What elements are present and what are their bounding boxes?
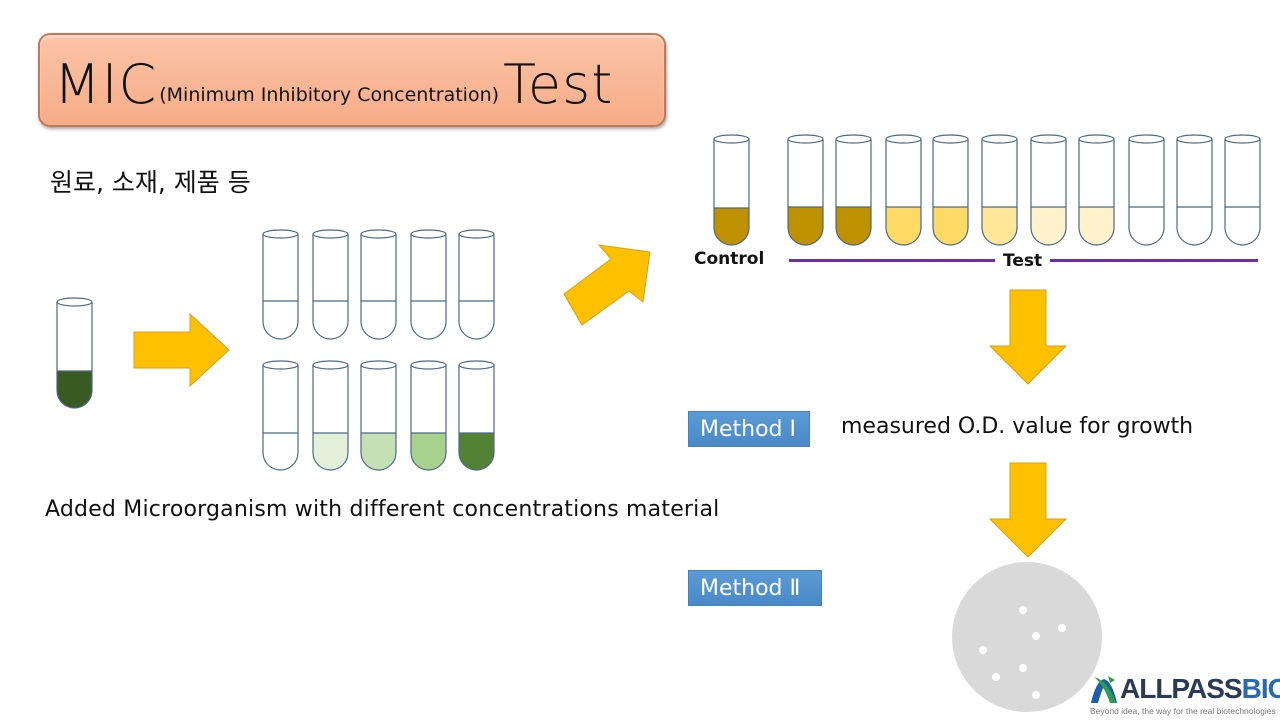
test-tube bbox=[1128, 134, 1165, 246]
test-tube bbox=[981, 134, 1018, 246]
tube-liquid bbox=[886, 207, 921, 245]
method-1-description: measured O.D. value for growth bbox=[841, 414, 1194, 439]
colony bbox=[1032, 691, 1040, 699]
colony bbox=[1032, 632, 1040, 640]
colony bbox=[1019, 664, 1027, 672]
test-tube bbox=[932, 134, 969, 246]
colony bbox=[979, 646, 987, 654]
dilution-tube-top bbox=[312, 229, 349, 340]
test-tube bbox=[1224, 134, 1261, 246]
test-tube bbox=[1030, 134, 1067, 246]
arrow-down-icon bbox=[988, 289, 1068, 385]
title-mic: MIC bbox=[54, 53, 158, 116]
logo-name-left: ALLPASS bbox=[1120, 673, 1243, 704]
test-tube bbox=[1176, 134, 1213, 246]
test-bracket-line-right bbox=[1050, 259, 1258, 262]
tube-liquid bbox=[1031, 207, 1066, 245]
colony bbox=[992, 673, 1000, 681]
dilution-tube-top bbox=[360, 229, 397, 340]
petri-dish bbox=[952, 562, 1102, 712]
dilution-tube-top bbox=[410, 229, 447, 340]
test-tube bbox=[835, 134, 872, 246]
tube-liquid bbox=[982, 207, 1017, 245]
dilution-tube-bottom bbox=[458, 360, 495, 471]
allpassbio-logo: ALLPASSBIO Beyond idea, the way for the … bbox=[1088, 673, 1280, 720]
title-subtitle: (Minimum Inhibitory Concentration) bbox=[159, 84, 500, 106]
control-label: Control bbox=[694, 249, 765, 269]
tube-liquid bbox=[933, 207, 968, 245]
tube-liquid bbox=[57, 371, 92, 408]
dilution-tube-bottom bbox=[262, 360, 299, 471]
tube-liquid bbox=[459, 433, 494, 470]
tube-liquid bbox=[714, 208, 749, 245]
dilution-tube-top bbox=[458, 229, 495, 340]
test-label: Test bbox=[1003, 251, 1043, 271]
colonies bbox=[979, 606, 1066, 699]
method-2-button[interactable]: Method Ⅱ bbox=[688, 570, 822, 606]
materials-label: 원료, 소재, 제품 등 bbox=[50, 168, 251, 197]
colony bbox=[1058, 624, 1066, 632]
dilution-tube-top bbox=[262, 229, 299, 340]
arrow-right-icon bbox=[133, 312, 230, 388]
tube-liquid bbox=[836, 207, 871, 245]
title-test: Test bbox=[503, 53, 614, 116]
tube-liquid bbox=[788, 207, 823, 245]
caption: Added Microorganism with different conce… bbox=[45, 497, 720, 522]
tube-liquid bbox=[313, 433, 348, 470]
test-tube bbox=[1078, 134, 1115, 246]
tube-liquid bbox=[411, 433, 446, 470]
tube-liquid bbox=[1079, 207, 1114, 245]
dilution-tube-bottom bbox=[410, 360, 447, 471]
control-tube bbox=[713, 134, 750, 246]
logo-wordmark: ALLPASSBIO bbox=[1120, 673, 1280, 705]
test-tube bbox=[885, 134, 922, 246]
dilution-tube-bottom bbox=[312, 360, 349, 471]
source-tube bbox=[56, 297, 93, 409]
tube-liquid bbox=[361, 433, 396, 470]
arrow-up-right-icon bbox=[563, 244, 651, 326]
colony bbox=[1019, 606, 1027, 614]
logo-tagline: Beyond idea, the way for the real biotec… bbox=[1090, 706, 1276, 716]
arrow-down-icon bbox=[988, 462, 1068, 558]
test-tube bbox=[787, 134, 824, 246]
method-1-button[interactable]: Method Ⅰ bbox=[688, 411, 810, 447]
dilution-tube-bottom bbox=[360, 360, 397, 471]
test-bracket-line-left bbox=[789, 259, 995, 262]
logo-name-right: BIO bbox=[1241, 673, 1280, 704]
title-banner: MIC (Minimum Inhibitory Concentration) T… bbox=[38, 33, 666, 127]
logo-mark-icon bbox=[1091, 676, 1117, 703]
